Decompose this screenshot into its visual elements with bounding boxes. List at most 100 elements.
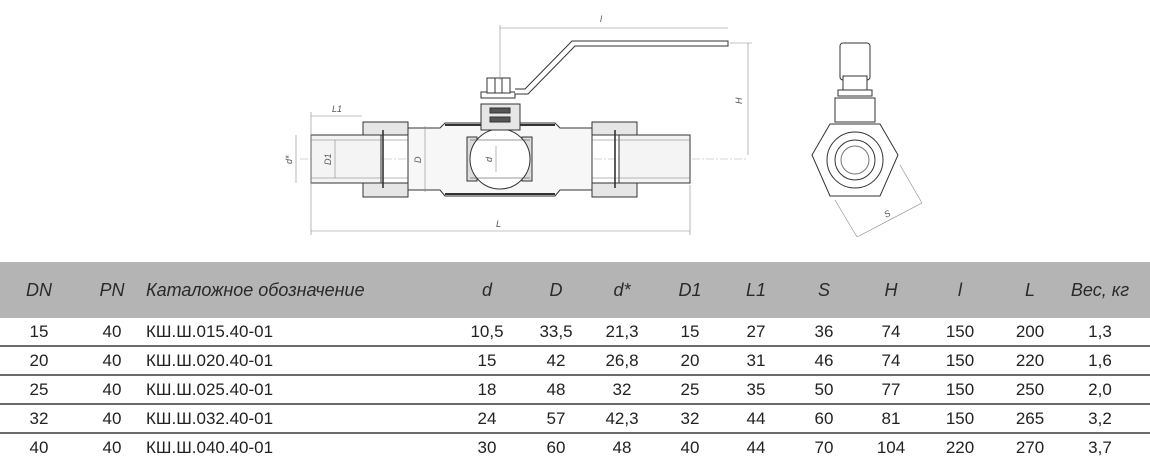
col-dn: DN bbox=[26, 279, 52, 300]
table-cell: 25 bbox=[680, 379, 700, 399]
dim-label-L: L bbox=[496, 219, 501, 229]
table-cell: 40 bbox=[102, 379, 122, 399]
dim-label-L1: L1 bbox=[332, 104, 342, 114]
col-d-star: d* bbox=[613, 279, 631, 300]
col-d: d bbox=[481, 279, 492, 300]
table-cell: КШ.Ш.015.40-01 bbox=[146, 321, 274, 341]
table-cell: 104 bbox=[876, 437, 906, 457]
table-cell: 74 bbox=[881, 321, 901, 341]
front-view bbox=[295, 25, 752, 235]
table-cell: 60 bbox=[546, 437, 566, 457]
table-cell: 2,0 bbox=[1088, 379, 1112, 399]
ball bbox=[469, 128, 531, 190]
dim-label-S: S bbox=[882, 208, 892, 220]
table-cell: 33,5 bbox=[539, 321, 573, 341]
table-cell: 150 bbox=[945, 379, 975, 399]
side-view bbox=[811, 42, 923, 238]
table-cell: 220 bbox=[945, 437, 975, 457]
dim-label-H: H bbox=[734, 97, 744, 104]
table-row: 20 40 КШ.Ш.020.40-01 15 42 26,8 20 31 46 74 150 220… bbox=[0, 347, 1150, 376]
table-cell: 32 bbox=[29, 408, 49, 428]
col-weight: Вес, кг bbox=[1070, 279, 1130, 300]
right-pipe bbox=[618, 134, 691, 184]
table-cell: 31 bbox=[746, 350, 766, 370]
table-cell: 15 bbox=[680, 321, 700, 341]
table-cell: 3,7 bbox=[1088, 437, 1112, 457]
table-cell: 36 bbox=[814, 321, 834, 341]
table-cell: 250 bbox=[1015, 379, 1045, 399]
table-cell: 81 bbox=[881, 408, 901, 428]
table-cell: 46 bbox=[814, 350, 834, 370]
dim-label-l: l bbox=[600, 14, 603, 24]
table-row: 15 40 КШ.Ш.015.40-01 10,5 33,5 21,3 15 27 36 74 15… bbox=[0, 318, 1150, 347]
table-cell: 32 bbox=[680, 408, 700, 428]
table-cell: 10,5 bbox=[470, 321, 504, 341]
col-l: l bbox=[958, 279, 962, 300]
table-row: 32 40 КШ.Ш.032.40-01 24 57 42,3 32 44 60 81 150 265… bbox=[0, 405, 1150, 434]
table-cell: КШ.Ш.040.40-01 bbox=[146, 437, 274, 457]
table-cell: 1,3 bbox=[1088, 321, 1112, 341]
table-cell: 150 bbox=[945, 350, 975, 370]
table-cell: 44 bbox=[746, 408, 766, 428]
table-cell: 35 bbox=[746, 379, 766, 399]
table-cell: 15 bbox=[477, 350, 497, 370]
col-pn: PN bbox=[99, 279, 125, 300]
table-cell: 50 bbox=[814, 379, 834, 399]
specs-table: DN PN Каталожное обозначение d D d* D1 L… bbox=[0, 262, 1150, 461]
table-cell: 42,3 bbox=[605, 408, 639, 428]
dim-label-D1: D1 bbox=[323, 153, 333, 165]
table-cell: КШ.Ш.025.40-01 bbox=[146, 379, 274, 399]
dim-label-D: D bbox=[413, 156, 423, 163]
stem-nut bbox=[486, 77, 511, 94]
table-cell: 40 bbox=[102, 321, 122, 341]
table-cell: 24 bbox=[477, 408, 497, 428]
table-header: DN PN Каталожное обозначение d D d* D1 L… bbox=[0, 262, 1150, 318]
table-cell: 32 bbox=[612, 379, 632, 399]
table-cell: 270 bbox=[1015, 437, 1045, 457]
valve-technical-drawing: l H L1 d* D1 D d L S bbox=[284, 14, 923, 238]
table-cell: КШ.Ш.020.40-01 bbox=[146, 350, 274, 370]
col-catalog: Каталожное обозначение bbox=[146, 279, 365, 300]
table-cell: 150 bbox=[945, 321, 975, 341]
table-cell: 25 bbox=[29, 379, 49, 399]
col-L1: L1 bbox=[745, 279, 767, 300]
table-cell: 220 bbox=[1015, 350, 1045, 370]
handle-stub bbox=[839, 42, 871, 81]
table-cell: 150 bbox=[945, 408, 975, 428]
dim-label-d: d bbox=[484, 156, 494, 162]
col-L: L bbox=[1024, 279, 1035, 300]
table-cell: 57 bbox=[546, 408, 566, 428]
table-cell: 26,8 bbox=[605, 350, 639, 370]
table-cell: КШ.Ш.032.40-01 bbox=[146, 408, 274, 428]
col-D1: D1 bbox=[678, 279, 702, 300]
table-cell: 60 bbox=[814, 408, 834, 428]
table-cell: 3,2 bbox=[1088, 408, 1112, 428]
table-cell: 20 bbox=[680, 350, 700, 370]
table-cell: 40 bbox=[102, 350, 122, 370]
dim-label-d-star: d* bbox=[284, 155, 294, 164]
table-cell: 40 bbox=[102, 408, 122, 428]
table-cell: 40 bbox=[29, 437, 49, 457]
table-cell: 40 bbox=[680, 437, 700, 457]
col-D: D bbox=[549, 279, 563, 300]
left-union-nut-top bbox=[362, 121, 409, 136]
table-cell: 265 bbox=[1015, 408, 1045, 428]
table-cell: 15 bbox=[29, 321, 49, 341]
table-cell: 21,3 bbox=[605, 321, 639, 341]
handle bbox=[515, 40, 729, 95]
table-cell: 20 bbox=[29, 350, 49, 370]
table-cell: 74 bbox=[881, 350, 901, 370]
table-cell: 1,6 bbox=[1088, 350, 1112, 370]
col-S: S bbox=[817, 279, 830, 300]
col-H: H bbox=[884, 279, 898, 300]
table-cell: 18 bbox=[477, 379, 497, 399]
table-cell: 27 bbox=[746, 321, 766, 341]
table-cell: 77 bbox=[881, 379, 901, 399]
left-union-nut-bottom bbox=[362, 182, 409, 198]
table-cell: 48 bbox=[612, 437, 632, 457]
table-cell: 40 bbox=[102, 437, 122, 457]
table-cell: 44 bbox=[746, 437, 766, 457]
table-cell: 42 bbox=[546, 350, 566, 370]
